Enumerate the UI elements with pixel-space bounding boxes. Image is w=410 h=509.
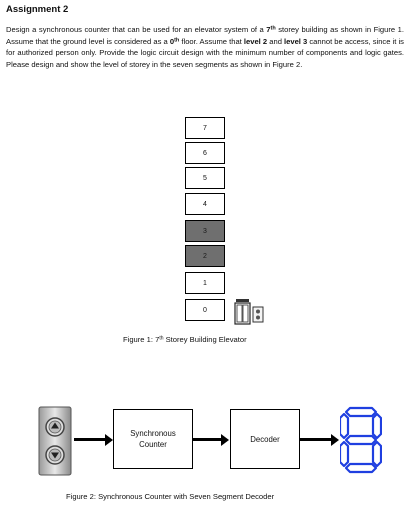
floor-cell: 4 [185,193,225,215]
arrow-to-display [300,433,339,446]
caption-text: Figure 1: 7 [123,335,160,344]
text-part: storey building as shown in Figure 1. As… [6,25,404,46]
ground-floor-number: 0 [169,36,175,46]
storey-number: 7 [266,25,271,34]
floor-cell: 1 [185,272,225,294]
assignment-description: Design a synchronous counter that can be… [6,24,404,70]
floor-label: 4 [203,200,207,208]
ordinal-suffix: th [174,37,180,44]
floor-cell: 7 [185,117,225,139]
floor-cell: 6 [185,142,225,164]
arrow-to-counter [74,433,113,446]
seven-segment-display-icon [340,406,382,474]
figure-2-caption: Figure 2: Synchronous Counter with Seven… [66,492,275,501]
floor-cell: 5 [185,167,225,189]
ordinal-suffix: th [270,25,276,32]
block-label: Decoder [250,434,280,444]
caption-superscript: th [159,335,164,342]
floor-label: 1 [203,279,207,287]
decoder-block: Decoder [230,409,300,469]
floor-label: 3 [203,227,207,235]
elevator-call-buttons-icon [38,406,72,476]
restricted-floor-cell: 3 [185,220,225,242]
assignment-title: Assignment 2 [6,4,69,15]
text-part: cannot be access, since it is for author… [6,36,404,69]
synchronous-counter-block: Synchronous Counter [113,409,193,469]
level-3-emphasis: level 3 [284,36,308,46]
text-part: Design a synchronous counter that can be… [6,25,267,34]
caption-text: Storey Building Elevator [163,335,247,344]
block-label: Counter [139,440,167,449]
floor-label: 0 [203,306,207,314]
elevator-icon [234,299,264,325]
floor-label: 7 [203,124,207,132]
floor-label: 2 [203,252,207,260]
restricted-floor-cell: 2 [185,245,225,267]
figure-1-caption: Figure 1: 7th Storey Building Elevator [123,335,247,344]
arrow-to-decoder [193,433,229,446]
floor-label: 6 [203,149,207,157]
text-part: floor. Assume that [179,36,244,46]
text-part: and [267,36,285,46]
level-2-emphasis: level 2 [243,36,268,46]
floor-cell: 0 [185,299,225,321]
floor-label: 5 [203,174,207,182]
block-label: Synchronous [130,429,176,438]
